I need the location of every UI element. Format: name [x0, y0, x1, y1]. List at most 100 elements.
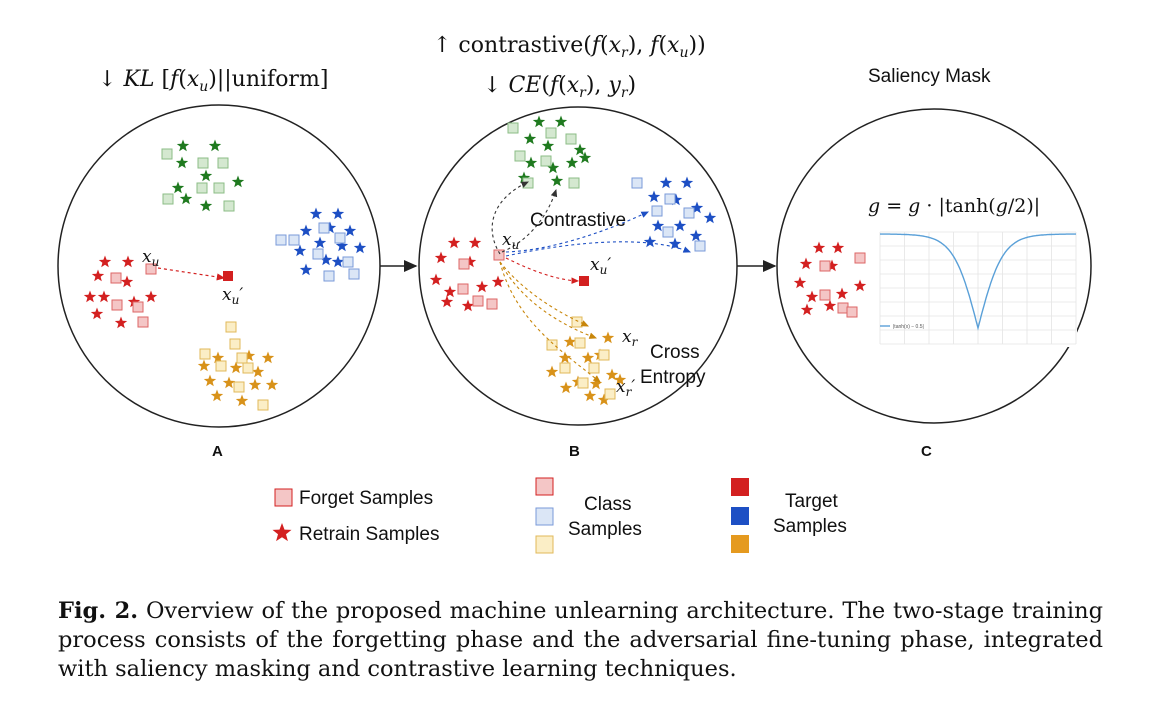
- panel-a-objective: ↓ KL [f(xu)||uniform]: [98, 67, 328, 95]
- caption-text: Overview of the proposed machine unlearn…: [58, 598, 1103, 682]
- green-retrain-star: [175, 156, 189, 169]
- blue-retrain-star: [309, 207, 323, 220]
- legend-forget-swatch: [274, 488, 293, 507]
- blue-retrain-star: [323, 221, 337, 234]
- plot-grid: [879, 231, 1077, 345]
- green-class-sample: [545, 127, 557, 139]
- orange-class-sample: [571, 316, 583, 328]
- orange-retrain-star: [265, 378, 279, 391]
- blue-retrain-star: [673, 219, 687, 232]
- orange-class-sample: [604, 388, 616, 400]
- legend-retrain-star: [272, 523, 292, 542]
- green-retrain-star: [565, 156, 579, 169]
- red-class-sample: [493, 249, 505, 261]
- legend-class-blue-swatch: [535, 507, 554, 526]
- panel-a-target-label: xu′: [222, 285, 243, 307]
- red-class-sample: [458, 258, 470, 270]
- blue-retrain-star: [647, 190, 661, 203]
- legend-class-orange-swatch: [535, 535, 554, 554]
- orange-class-sample: [229, 338, 241, 350]
- blue-retrain-star: [703, 211, 717, 224]
- red-retrain-star: [468, 236, 482, 249]
- blue-retrain-star: [669, 193, 683, 206]
- green-retrain-star: [578, 151, 592, 164]
- orange-retrain-star: [601, 331, 615, 344]
- orange-class-sample: [233, 381, 245, 393]
- red-retrain-star: [491, 275, 505, 288]
- orange-retrain-star: [563, 335, 577, 348]
- red-retrain-star: [793, 276, 807, 289]
- blue-class-sample: [288, 234, 300, 246]
- orange-retrain-star: [222, 376, 236, 389]
- red-retrain-star: [461, 299, 475, 312]
- panel-b-green-arrow-2: [501, 188, 558, 253]
- green-retrain-star: [199, 199, 213, 212]
- green-retrain-star: [523, 132, 537, 145]
- green-retrain-star: [546, 161, 560, 174]
- panel-b-red-arrow: [505, 257, 580, 284]
- red-retrain-star: [83, 290, 97, 303]
- blue-retrain-star: [680, 176, 694, 189]
- green-retrain-star: [179, 192, 193, 205]
- orange-class-sample: [577, 377, 589, 389]
- orange-retrain-star: [229, 361, 243, 374]
- orange-retrain-star: [558, 351, 572, 364]
- panel-b-cross-label: Cross: [650, 342, 700, 363]
- legend-class-red-swatch: [535, 477, 554, 496]
- green-class-sample: [161, 148, 173, 160]
- blue-class-sample: [662, 226, 674, 238]
- blue-retrain-star: [690, 201, 704, 214]
- legend-retrain-label: Retrain Samples: [299, 524, 439, 545]
- red-class-sample: [145, 263, 157, 275]
- green-class-sample: [514, 150, 526, 162]
- blue-retrain-star: [343, 224, 357, 237]
- red-target-sample: [223, 271, 233, 281]
- blue-class-sample: [694, 240, 706, 252]
- green-retrain-star: [573, 143, 587, 156]
- blue-class-sample: [651, 205, 663, 217]
- green-class-sample: [197, 157, 209, 169]
- panel-b-orange-arrow-3: [499, 261, 589, 327]
- caption-label: Fig. 2.: [58, 598, 139, 624]
- orange-retrain-star: [589, 377, 603, 390]
- plot-curve: [880, 233, 1076, 331]
- red-retrain-star: [812, 241, 826, 254]
- blue-retrain-star: [668, 237, 682, 250]
- green-class-sample: [223, 200, 235, 212]
- orange-retrain-star: [261, 351, 275, 364]
- blue-class-sample: [275, 234, 287, 246]
- red-retrain-star: [825, 259, 839, 272]
- red-retrain-star: [463, 255, 477, 268]
- blue-retrain-star: [331, 255, 345, 268]
- orange-retrain-star: [559, 381, 573, 394]
- red-retrain-star: [823, 299, 837, 312]
- red-retrain-star: [434, 251, 448, 264]
- legend-forget-label: Forget Samples: [299, 488, 433, 509]
- blue-class-sample: [664, 193, 676, 205]
- orange-retrain-star: [613, 373, 627, 386]
- orange-retrain-star: [583, 389, 597, 402]
- orange-retrain-star: [251, 365, 265, 378]
- green-class-sample: [196, 182, 208, 194]
- sample-scatter: [83, 115, 867, 411]
- panel-a-source-label: xu: [142, 247, 159, 269]
- red-retrain-star: [799, 257, 813, 270]
- blue-class-sample: [342, 256, 354, 268]
- red-class-sample: [846, 306, 858, 318]
- red-class-sample: [110, 272, 122, 284]
- blue-retrain-star: [299, 263, 313, 276]
- blue-retrain-star: [313, 236, 327, 249]
- blue-retrain-star: [299, 224, 313, 237]
- red-retrain-star: [114, 316, 128, 329]
- orange-retrain-star: [242, 349, 256, 362]
- red-retrain-star: [447, 236, 461, 249]
- blue-retrain-star: [689, 229, 703, 242]
- blue-retrain-star: [335, 239, 349, 252]
- orange-class-sample: [236, 352, 248, 364]
- green-retrain-star: [554, 115, 568, 128]
- panel-a-forget-arrow: [157, 267, 226, 281]
- orange-class-sample: [588, 362, 600, 374]
- figure-caption: Fig. 2. Overview of the proposed machine…: [58, 597, 1103, 684]
- panel-b-target-label: xu′: [590, 255, 611, 277]
- panel-b-entropy-label: Entropy: [640, 367, 706, 388]
